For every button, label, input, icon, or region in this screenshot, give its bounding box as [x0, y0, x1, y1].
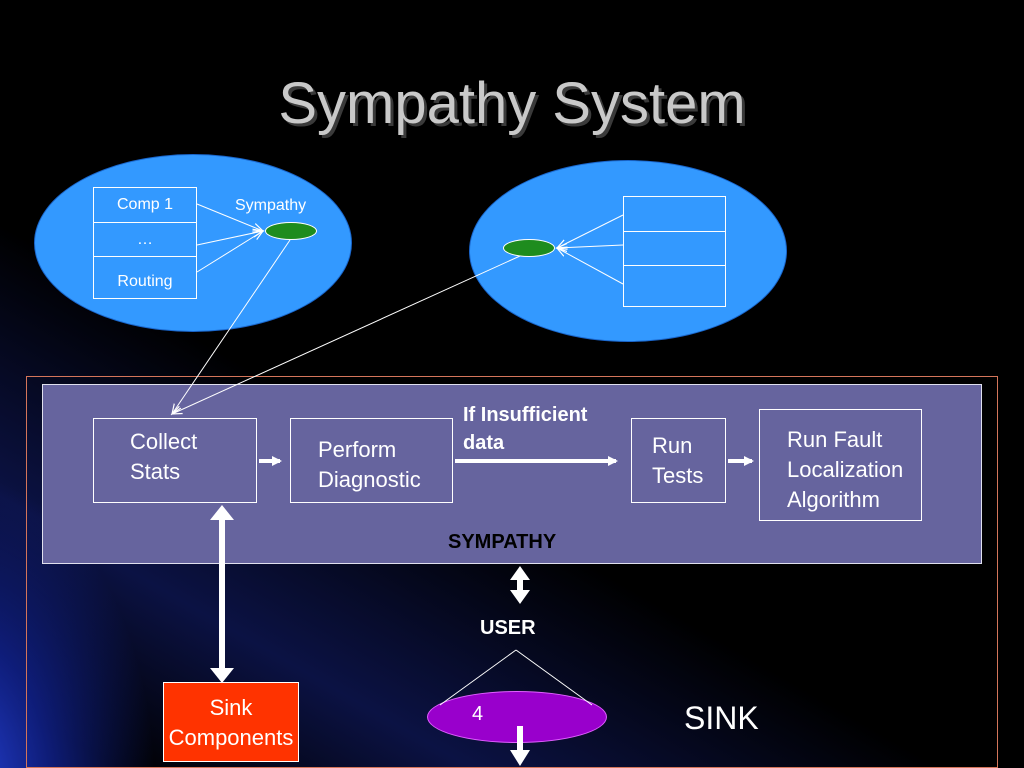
sympathy-agent-label: Sympathy [235, 197, 307, 214]
right-comp3-wire [557, 248, 624, 285]
right-agent-to-collect [172, 255, 521, 414]
right-sympathy-agent [503, 239, 555, 257]
left-sensor-node [34, 154, 352, 332]
collect-sink-arrow-bottom [210, 668, 234, 683]
left-comp1-wire [196, 203, 263, 231]
right-comp1-wire [557, 214, 624, 248]
fault-localization-box: Run Fault Localization Algorithm [759, 409, 922, 521]
run-tests-box: Run Tests [631, 418, 726, 503]
run-tests-label: Run Tests [652, 433, 704, 488]
component-ellipsis: … [94, 222, 196, 256]
sink-components-box: Sink Components [163, 682, 299, 762]
disc-down-arrowhead [510, 750, 530, 766]
collect-stats-box: Collect Stats [93, 418, 257, 503]
left-component-stack: Comp 1 … Routing [93, 187, 197, 299]
left-sympathy-agent [265, 222, 317, 240]
left-agent-to-collect [172, 239, 291, 414]
insufficient-data-label: If Insufficient data [463, 404, 588, 454]
right-component-3 [624, 265, 725, 308]
component-routing: Routing [94, 256, 196, 300]
sympathy-user-arrow-top [510, 566, 530, 580]
collect-sink-arrow-top [210, 505, 234, 520]
slide-title: Sympathy System [278, 71, 746, 136]
sympathy-module-label: SYMPATHY [448, 531, 557, 553]
right-comp2-wire [557, 245, 624, 248]
right-component-stack [623, 196, 726, 307]
perform-diagnostic-label: Perform Diagnostic [318, 437, 421, 492]
left-ellipsis-wire [196, 231, 263, 246]
sink-label: SINK [684, 700, 759, 736]
user-disc-label: 4 [472, 703, 484, 725]
left-routing-wire [196, 231, 263, 273]
user-to-disc-right [515, 649, 593, 706]
user-label: USER [480, 617, 536, 639]
right-component-2 [624, 231, 725, 265]
fault-localization-label: Run Fault Localization Algorithm [787, 427, 904, 512]
perform-diagnostic-box: Perform Diagnostic [290, 418, 453, 503]
collect-stats-label: Collect Stats [130, 429, 198, 484]
sympathy-user-arrow-bottom [510, 590, 530, 604]
user-to-disc-left [439, 649, 517, 706]
component-comp1: Comp 1 [116, 196, 174, 213]
